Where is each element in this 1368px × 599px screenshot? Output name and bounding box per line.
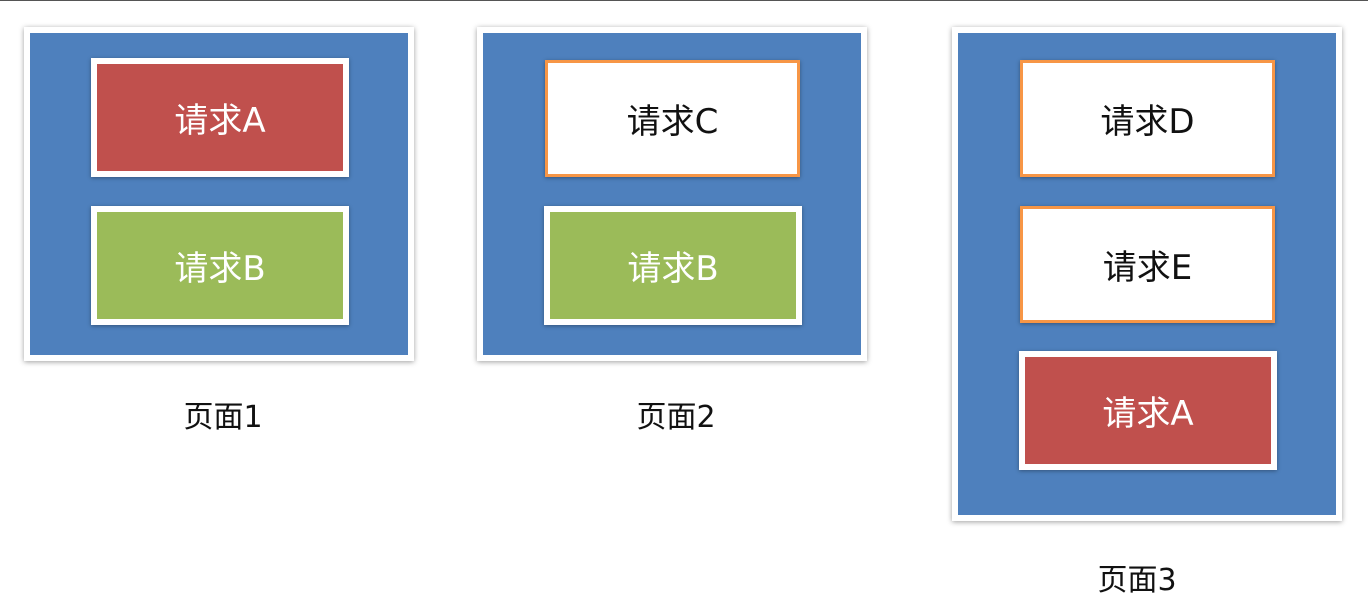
page-1-frame: 请求A 请求B xyxy=(24,27,414,361)
page-1-request-2: 请求B xyxy=(91,206,349,325)
page-3-caption: 页面3 xyxy=(1097,563,1177,598)
page-3-request-2: 请求E xyxy=(1020,206,1275,323)
page-3-frame: 请求D 请求E 请求A xyxy=(952,27,1342,521)
page-1-request-1: 请求A xyxy=(91,58,349,177)
page-2-caption: 页面2 xyxy=(636,400,716,435)
page-3-request-3: 请求A xyxy=(1019,351,1277,470)
page-2-request-2: 请求B xyxy=(544,206,802,325)
top-divider xyxy=(0,0,1368,1)
page-2-request-1: 请求C xyxy=(545,60,800,177)
page-1-caption: 页面1 xyxy=(183,400,263,435)
page-2-frame: 请求C 请求B xyxy=(477,27,867,361)
page-3-request-1: 请求D xyxy=(1020,60,1275,177)
